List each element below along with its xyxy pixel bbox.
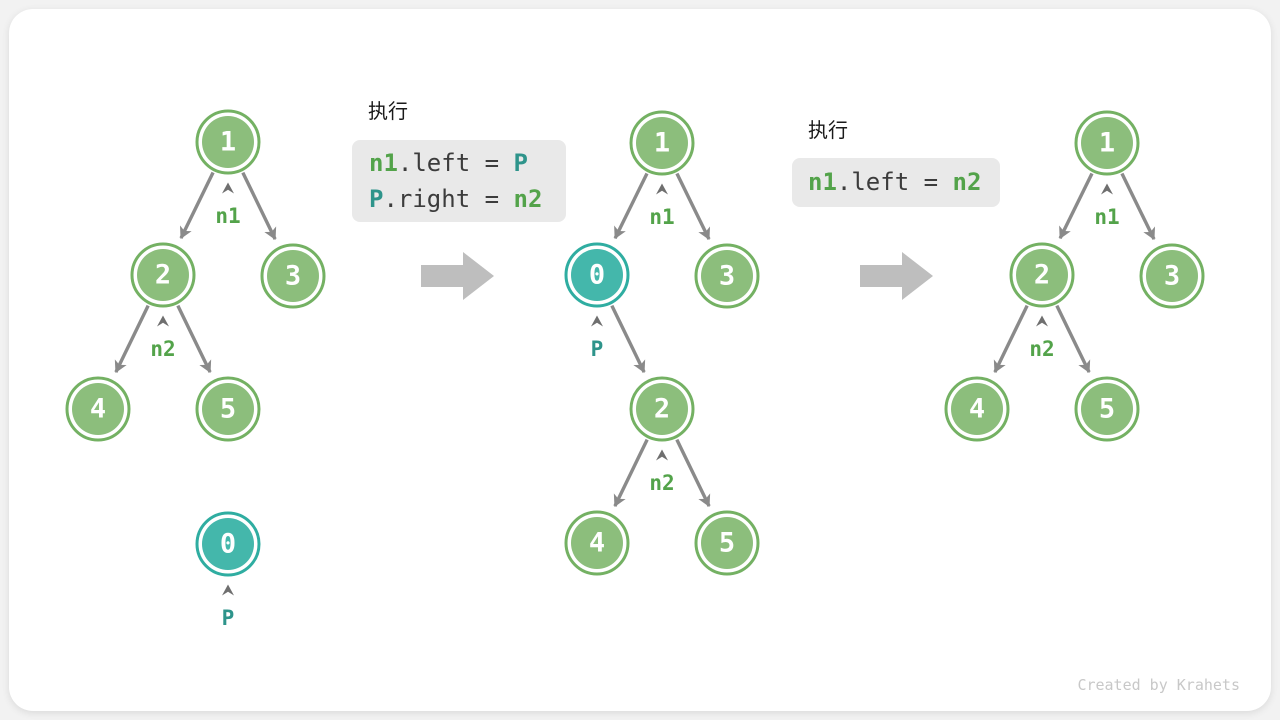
node-disc: [701, 250, 753, 302]
tree-node-3: 3: [260, 243, 326, 309]
tree-edge: [114, 304, 150, 374]
tree-node-2: 2: [629, 376, 695, 442]
pointer-label-n2: n2: [649, 471, 674, 495]
tree-node-4: 4: [564, 510, 630, 576]
exec-title: 执行: [808, 118, 848, 142]
node-disc: [636, 383, 688, 435]
node-value: 5: [719, 528, 735, 559]
node-disc: [1081, 117, 1133, 169]
node-disc: [951, 383, 1003, 435]
pointer-label-n1: n1: [1094, 205, 1119, 229]
node-value: 3: [1164, 261, 1180, 292]
tree-node-5: 5: [1074, 376, 1140, 442]
node-value: 1: [654, 128, 670, 159]
node-value: 3: [719, 261, 735, 292]
node-disc: [202, 383, 254, 435]
node-disc: [202, 518, 254, 570]
node-value: 1: [1099, 128, 1115, 159]
tree-edge: [675, 172, 711, 241]
node-value: 4: [969, 394, 985, 425]
node-value: 2: [1034, 260, 1050, 291]
code-line: n1.left = P: [369, 149, 528, 177]
pointer-label-P: P: [591, 337, 604, 361]
node-disc: [202, 116, 254, 168]
node-disc: [636, 117, 688, 169]
code-panel-2: 执行 n1.left = n2: [792, 118, 1000, 207]
tree-node-4: 4: [944, 376, 1010, 442]
pointer-caret-icon: [222, 182, 234, 194]
tree-edge: [1120, 172, 1156, 241]
tree-edge: [993, 304, 1029, 374]
tree-node-0: 0: [564, 242, 630, 308]
tree-edge: [176, 304, 212, 374]
tree-node-2: 2: [1009, 242, 1075, 308]
tree-edge: [1058, 172, 1094, 240]
footer-credit: Created by Krahets: [1077, 676, 1240, 694]
tree-edge: [241, 171, 277, 241]
node-disc: [571, 249, 623, 301]
tree-node-1: 1: [1074, 110, 1140, 176]
tree-edge: [1055, 304, 1091, 374]
node-value: 0: [220, 529, 236, 560]
tree-node-1: 1: [195, 109, 261, 175]
exec-title: 执行: [368, 99, 408, 123]
code-line: n1.left = n2: [808, 168, 981, 196]
tree-before: 1 2 3 4 5 0 n1 n2P: [65, 109, 326, 630]
tree-after: 1 2 3 4 5 n1 n2: [944, 110, 1205, 442]
code-line: P.right = n2: [369, 185, 542, 213]
node-value: 4: [90, 394, 106, 425]
node-value: 2: [654, 394, 670, 425]
node-disc: [1016, 249, 1068, 301]
node-value: 2: [155, 260, 171, 291]
flow-arrow-icon-2: [860, 252, 933, 300]
pointer-caret-icon: [157, 315, 169, 327]
tree-node-0: 0: [195, 511, 261, 577]
pointer-label-n1: n1: [215, 204, 240, 228]
node-value: 5: [220, 394, 236, 425]
pointer-caret-icon: [591, 315, 603, 327]
node-value: 1: [220, 127, 236, 158]
tree-node-5: 5: [694, 510, 760, 576]
tree-node-5: 5: [195, 376, 261, 442]
tree-edge: [675, 438, 711, 508]
tree-node-3: 3: [1139, 243, 1205, 309]
code-box: [792, 158, 1000, 207]
node-disc: [137, 249, 189, 301]
pointer-caret-icon: [222, 584, 234, 596]
pointer-label-n2: n2: [150, 337, 175, 361]
tree-node-3: 3: [694, 243, 760, 309]
pointer-caret-icon: [656, 449, 668, 461]
node-value: 4: [589, 528, 605, 559]
node-disc: [72, 383, 124, 435]
node-disc: [701, 517, 753, 569]
tree-edge: [610, 304, 646, 374]
pointer-caret-icon: [656, 183, 668, 195]
tree-node-4: 4: [65, 376, 131, 442]
tree-edge: [613, 172, 649, 240]
pointer-label-n1: n1: [649, 205, 674, 229]
node-value: 5: [1099, 394, 1115, 425]
pointer-caret-icon: [1036, 315, 1048, 327]
flow-arrow-icon-1: [421, 252, 494, 300]
code-box: [352, 140, 566, 222]
tree-edge: [613, 438, 649, 508]
node-disc: [571, 517, 623, 569]
node-disc: [267, 250, 319, 302]
tree-node-1: 1: [629, 110, 695, 176]
node-disc: [1081, 383, 1133, 435]
tree-node-2: 2: [130, 242, 196, 308]
code-panel-1: 执行 n1.left = P P.right = n2: [352, 99, 566, 222]
pointer-label-P: P: [222, 606, 235, 630]
node-disc: [1146, 250, 1198, 302]
tree-edge: [179, 171, 215, 240]
node-value: 3: [285, 261, 301, 292]
pointer-caret-icon: [1101, 183, 1113, 195]
pointer-label-n2: n2: [1029, 337, 1054, 361]
node-value: 0: [589, 260, 605, 291]
